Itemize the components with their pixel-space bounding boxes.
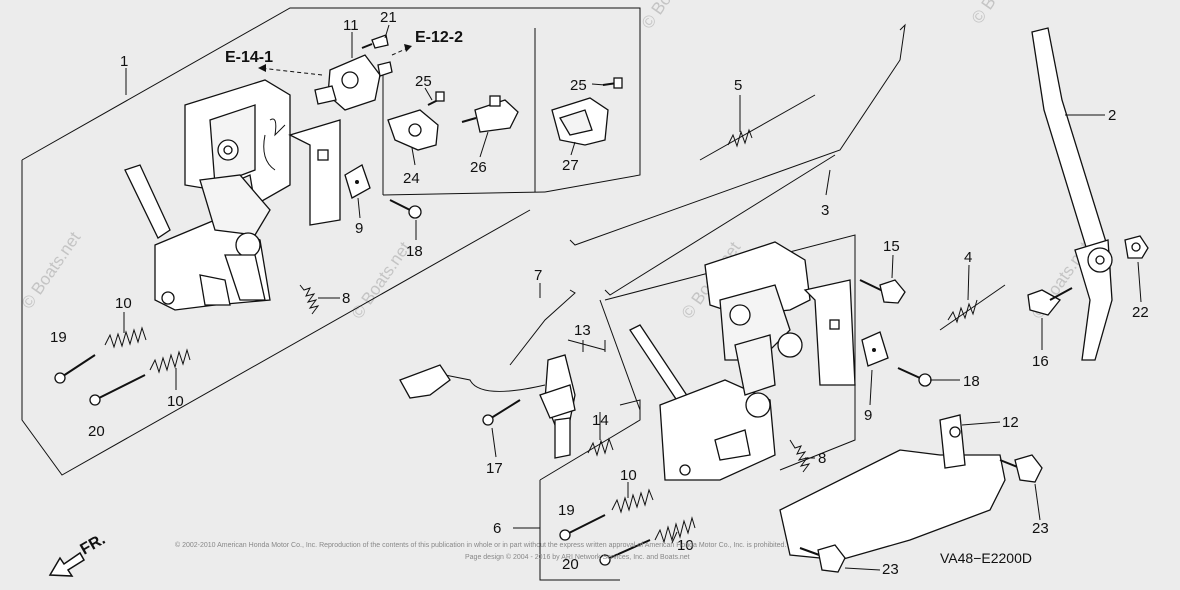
callout-18-b: 18 [963, 373, 980, 390]
part-14-spring [587, 437, 614, 457]
callout-11: 11 [343, 17, 359, 34]
callout-25-a: 25 [415, 73, 432, 90]
watermark-6: © Boats.net [968, 0, 1035, 27]
callout-8-a: 8 [342, 290, 350, 307]
part-12-cover [779, 414, 1006, 561]
callout-12: 12 [1002, 414, 1019, 431]
part-9-plate-b [861, 331, 889, 367]
callout-20-b: 20 [562, 556, 579, 573]
part-17-screw [482, 399, 521, 426]
diagram-code: VA48−E2200D [940, 550, 1032, 566]
part-25-screw-b [602, 77, 623, 89]
group-frame-left [21, 7, 641, 476]
part-11-connector [314, 54, 393, 111]
part-23-bolt-b [799, 544, 846, 573]
callout-17: 17 [486, 460, 503, 477]
part-19-bolt-a [54, 354, 96, 384]
callout-8-b: 8 [818, 450, 826, 467]
part-15-bolt [859, 279, 906, 304]
part-3-rod [569, 23, 906, 296]
callout-2: 2 [1108, 107, 1116, 124]
callout-4: 4 [964, 249, 972, 266]
ref-e-14-1: E-14-1 [225, 49, 273, 66]
part-2-lever [1031, 27, 1113, 361]
part-23-bolt-a [999, 454, 1043, 483]
part-20-bolt-a [89, 374, 146, 406]
callout-9-b: 9 [864, 407, 872, 424]
callout-22: 22 [1132, 304, 1149, 321]
callout-5: 5 [734, 77, 742, 94]
part-18-screw-b [897, 367, 932, 387]
part-8-spring-a [299, 284, 320, 315]
part-26-switch [461, 95, 519, 133]
callout-9-a: 9 [355, 220, 363, 237]
callout-15: 15 [883, 238, 900, 255]
part-27-holder [551, 97, 609, 146]
part-19-bolt-b [559, 514, 606, 541]
callout-3: 3 [821, 202, 829, 219]
part-10-spring-d [654, 516, 696, 544]
callout-26: 26 [470, 159, 487, 176]
part-18-screw-a [389, 199, 422, 219]
watermark-1: © Boats.net [18, 228, 85, 312]
callout-18-a: 18 [406, 243, 423, 260]
part-10-spring-c [611, 488, 654, 514]
copyright-line-2: Page design © 2004 - 2016 by ARI Network… [465, 553, 690, 561]
ref-e-12-2: E-12-2 [415, 29, 463, 46]
part-4-spring [939, 284, 1006, 331]
part-20-bolt-b [599, 539, 651, 566]
callout-19-a: 19 [50, 329, 67, 346]
callout-10-b: 10 [167, 393, 184, 410]
part-8-spring-b [789, 439, 811, 473]
callout-14: 14 [592, 412, 609, 429]
callout-10-a: 10 [115, 295, 132, 312]
part-9-plate-a [344, 164, 371, 199]
callout-13: 13 [574, 322, 591, 339]
part-16-washer [1027, 287, 1073, 316]
part-7-wire [509, 289, 576, 366]
part-10-spring-a [104, 326, 147, 349]
callout-19-b: 19 [558, 502, 575, 519]
part-5-spring [699, 94, 816, 161]
part-24-clip [387, 109, 439, 151]
part-13-switch [399, 354, 576, 459]
leader-lines [123, 24, 1142, 571]
part-10-spring-b [149, 348, 191, 374]
callout-20-a: 20 [88, 423, 105, 440]
copyright-line-1: © 2002-2010 American Honda Motor Co., In… [175, 541, 786, 549]
watermark-5: © Boats.net [638, 0, 705, 32]
callout-16: 16 [1032, 353, 1049, 370]
callout-24: 24 [403, 170, 420, 187]
part-21-screw [361, 34, 389, 49]
callout-10-c: 10 [620, 467, 637, 484]
callout-21: 21 [380, 9, 397, 26]
part-1-bracket-assembly [124, 79, 341, 311]
callout-25-b: 25 [570, 77, 587, 94]
fr-label: FR. [78, 531, 109, 559]
watermark-2: © Boats.net [348, 238, 415, 322]
front-direction-arrow: FR. [48, 531, 109, 577]
part-6-bracket-assembly [629, 241, 856, 481]
callout-6: 6 [493, 520, 501, 537]
callout-27: 27 [562, 157, 579, 174]
callout-23-b: 23 [882, 561, 899, 578]
callout-7: 7 [534, 267, 542, 284]
ref-arrows [258, 44, 412, 76]
callout-1: 1 [120, 53, 128, 70]
part-22-nut [1124, 235, 1149, 259]
callout-23-a: 23 [1032, 520, 1049, 537]
part-25-screw-a [427, 91, 445, 106]
callout-10-d: 10 [677, 537, 694, 554]
